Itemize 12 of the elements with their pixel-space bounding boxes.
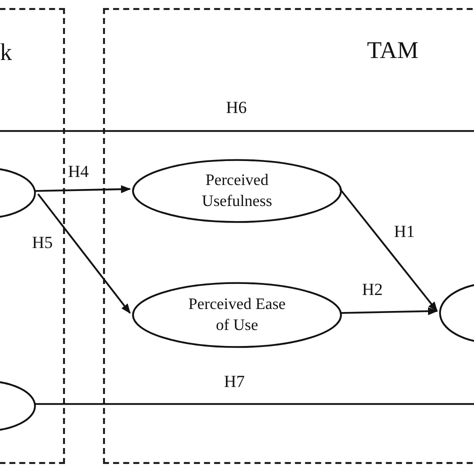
connector-line [34,403,474,405]
ellipse-node [132,282,342,348]
dashed-group-box [103,8,474,464]
arrow [37,193,131,314]
node-label: Perceived Usefulness [200,171,274,212]
group-title: k [0,40,12,67]
node-label: Perceived Ease of Use [187,295,287,336]
arrow [339,188,438,312]
arrow [34,185,131,194]
ellipse-node [132,159,342,223]
group-title: TAM [367,38,418,65]
arrow [340,307,438,316]
